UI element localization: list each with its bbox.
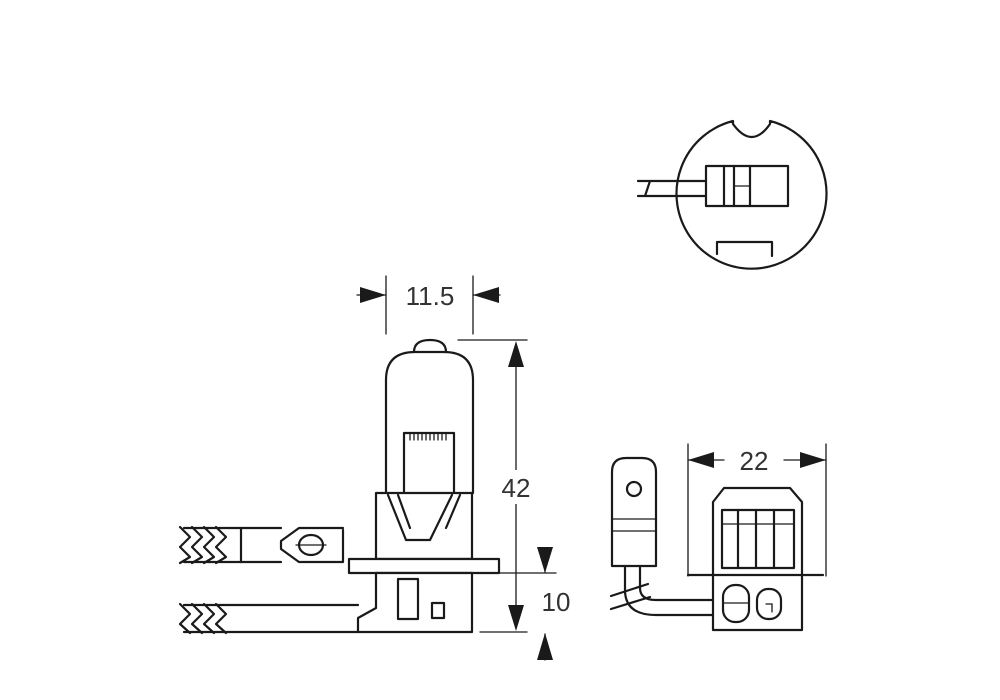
- dimension-base-height: 10: [497, 547, 571, 661]
- dimension-label-base: 10: [542, 587, 571, 617]
- socket-top-view: [636, 119, 828, 270]
- dimension-side-width: 22: [687, 443, 827, 577]
- dimension-height-total: 42: [457, 339, 536, 633]
- dimension-label-side-width: 22: [740, 446, 769, 476]
- bulb-front-view: [178, 338, 501, 635]
- bulb-side-view: [609, 456, 825, 632]
- dimension-label-height: 42: [502, 473, 531, 503]
- dimension-width-top: 11.5: [356, 275, 501, 335]
- dimension-label-width-top: 11.5: [406, 281, 455, 311]
